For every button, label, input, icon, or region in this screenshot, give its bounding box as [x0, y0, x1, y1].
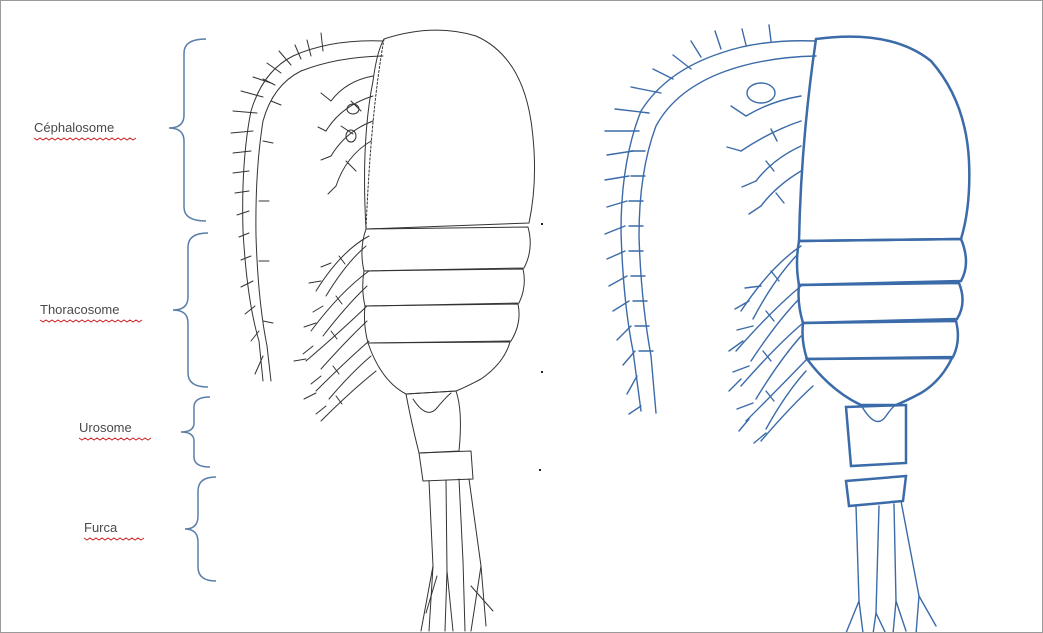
cephalosome-bracket [169, 39, 206, 221]
furca-bracket [185, 477, 216, 581]
brackets [169, 39, 216, 581]
stray-dots [539, 223, 543, 471]
spellcheck-underlines [34, 138, 151, 540]
urosome-bracket [181, 397, 210, 467]
copepod-drawing-traced [605, 25, 969, 633]
copepod-drawing-original [231, 30, 535, 631]
label-urosome: Urosome [79, 420, 132, 435]
label-thoracosome: Thoracosome [40, 302, 119, 317]
labels: Céphalosome Thoracosome Urosome Furca [34, 120, 132, 535]
thoracosome-bracket [173, 233, 208, 387]
label-furca: Furca [84, 520, 118, 535]
label-cephalosome: Céphalosome [34, 120, 114, 135]
